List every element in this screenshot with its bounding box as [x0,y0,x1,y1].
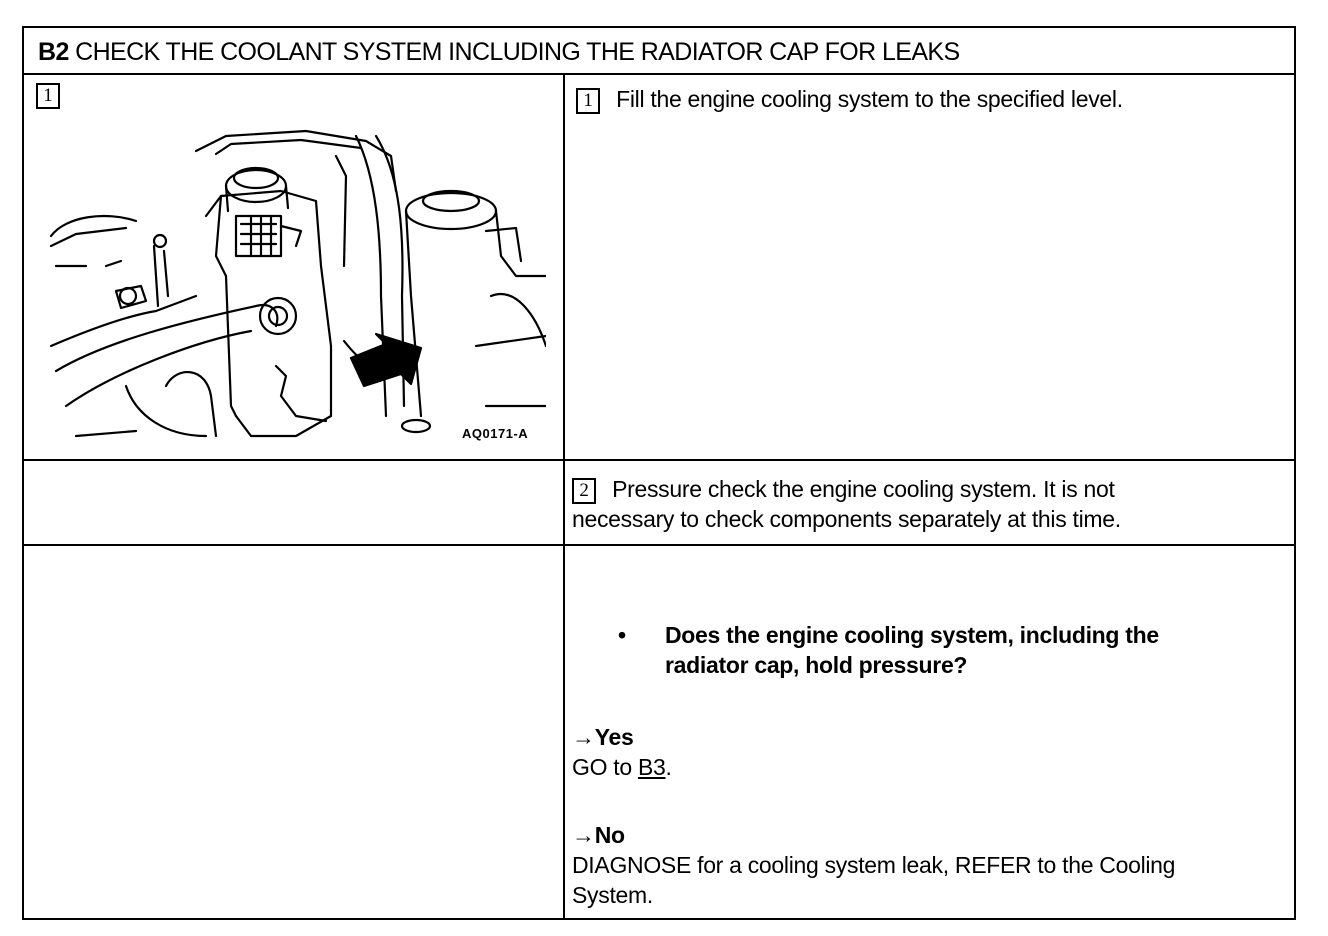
header-divider [24,73,1294,75]
no-arrow-icon: → [572,822,595,848]
question-line2: radiator cap, hold pressure? [665,652,968,678]
column-divider [563,73,565,918]
coolant-reservoir-illustration [49,129,546,438]
yes-branch: →Yes GO to B3. [572,722,672,782]
step1-instruction: 1 Fill the engine cooling system to the … [576,84,1123,114]
step-title-text: CHECK THE COOLANT SYSTEM INCLUDING THE R… [75,38,960,66]
no-action-line1: DIAGNOSE for a cooling system leak, REFE… [572,852,1176,878]
step1-number: 1 [576,87,600,114]
yes-label: Yes [594,724,634,750]
no-branch: →No DIAGNOSE for a cooling system leak, … [572,820,1175,910]
step2-instruction: 2 Pressure check the engine cooling syst… [572,474,1121,534]
step-title: B2 CHECK THE COOLANT SYSTEM INCLUDING TH… [38,38,960,67]
diagnostic-table: B2 CHECK THE COOLANT SYSTEM INCLUDING TH… [22,26,1296,920]
row-divider-1 [24,459,1294,461]
yes-action-prefix: GO to [572,754,638,780]
step1-text: Fill the engine cooling system to the sp… [616,86,1123,112]
figure-step-number: 1 [36,83,60,109]
step2-text-line2: necessary to check components separately… [572,506,1121,532]
question-line1: Does the engine cooling system, includin… [665,622,1159,648]
question-text: Does the engine cooling system, includin… [665,620,1159,680]
figure-label: AQ0171-A [462,426,529,441]
yes-action-suffix: . [665,754,672,780]
step-code: B2 [38,38,69,66]
no-label: No [594,822,625,848]
row-divider-2 [24,544,1294,546]
yes-arrow-icon: → [572,724,595,750]
go-to-b3-link[interactable]: B3 [637,754,666,780]
step2-text-line1: Pressure check the engine cooling system… [612,476,1115,502]
question-bullet: • [618,622,626,648]
step2-number: 2 [572,477,596,504]
no-action-line2: System. [572,882,653,908]
